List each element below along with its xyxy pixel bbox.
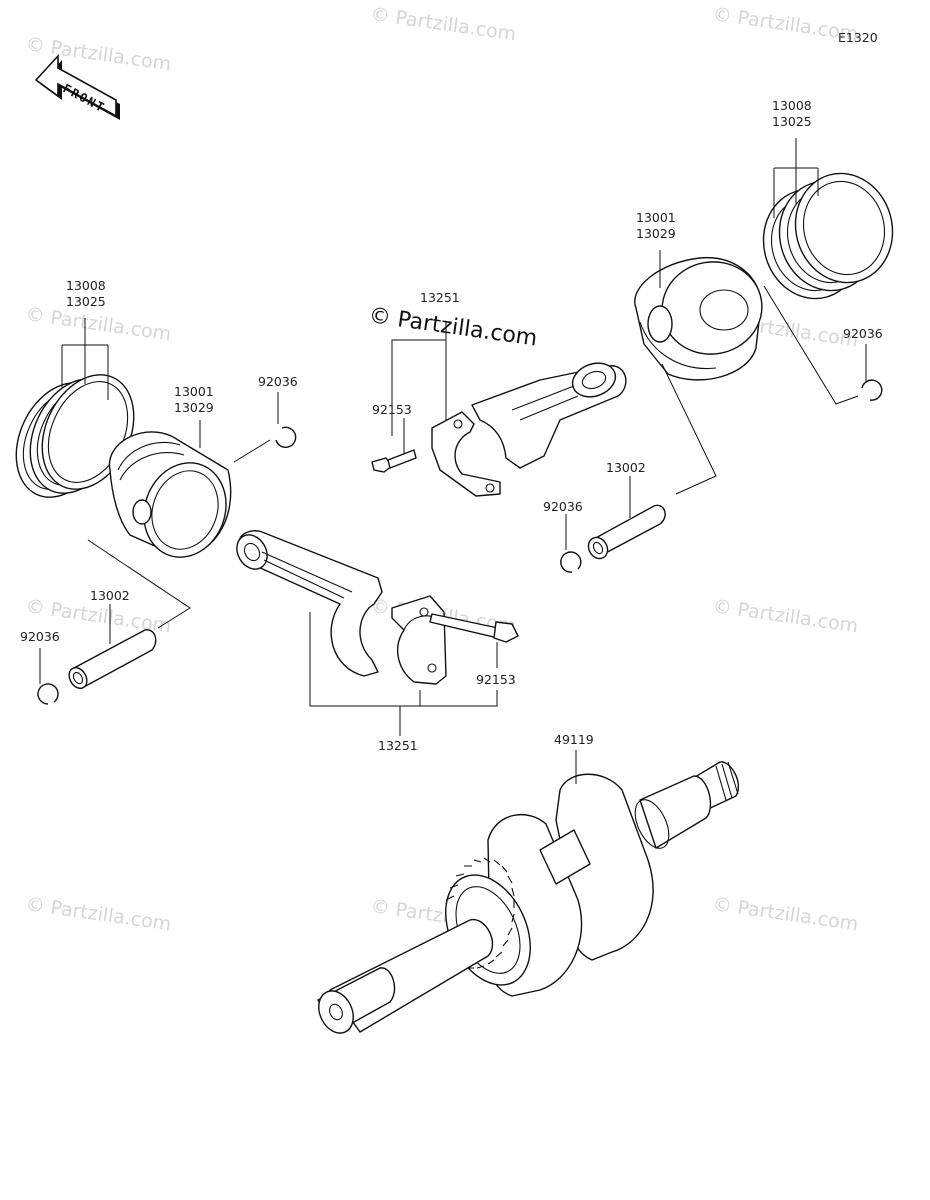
label-13002-right: 13002 <box>606 460 646 475</box>
label-92036-left-top: 92036 <box>258 374 298 389</box>
label-13251-lower: 13251 <box>378 738 418 753</box>
label-92036-right-top: 92036 <box>843 326 883 341</box>
center-watermark: © Partzilla.com <box>367 303 539 351</box>
piston-right <box>634 257 763 381</box>
watermark-2: © Partzilla.com <box>369 3 517 45</box>
label-13251-upper: 13251 <box>420 290 460 305</box>
rod-cap-lower <box>391 595 447 685</box>
label-13029-left: 13029 <box>174 400 214 415</box>
label-13029-right: 13029 <box>636 226 676 241</box>
leader-rings-right <box>773 138 819 218</box>
label-13025-right: 13025 <box>772 114 812 129</box>
label-49119: 49119 <box>554 732 594 747</box>
label-13001-left: 13001 <box>174 384 214 399</box>
leader-clip-right-top-axis <box>763 285 859 405</box>
crankshaft <box>317 761 739 1034</box>
label-13001-right: 13001 <box>636 210 676 225</box>
label-13008-right: 13008 <box>772 98 812 113</box>
circlip-right-bottom <box>560 551 582 573</box>
label-92036-right-bottom: 92036 <box>543 499 583 514</box>
leader-rod-upper <box>391 322 447 436</box>
leader-clip-left-top-2 <box>233 439 271 463</box>
label-92153-upper: 92153 <box>372 402 412 417</box>
rod-bolt-upper <box>371 449 417 473</box>
piston-rings-right <box>762 172 894 300</box>
label-92036-left-bottom: 92036 <box>20 629 60 644</box>
label-13002-left: 13002 <box>90 588 130 603</box>
label-13025-left: 13025 <box>66 294 106 309</box>
rod-bolt-lower <box>429 613 519 643</box>
label-92153-lower: 92153 <box>476 672 516 687</box>
rod-cap-upper <box>431 411 501 497</box>
circlip-left-top <box>275 426 297 449</box>
watermark-9: © Partzilla.com <box>24 893 172 935</box>
leader-pin-right-axis <box>661 363 717 495</box>
leader-rod-lower <box>309 612 498 707</box>
circlip-left-bottom <box>37 683 59 705</box>
connecting-rod-lower <box>236 530 383 677</box>
watermark-11: © Partzilla.com <box>711 893 859 935</box>
watermark-4: © Partzilla.com <box>24 303 172 345</box>
watermark-8: © Partzilla.com <box>711 595 859 637</box>
piston-pin-right <box>587 504 666 560</box>
piston-left <box>108 431 232 558</box>
circlip-right-top <box>861 379 883 401</box>
leader-pin-left-axis <box>87 539 191 629</box>
connecting-rod-upper <box>471 362 627 469</box>
piston-pin-left <box>68 629 157 690</box>
diagram-code: E1320 <box>838 30 878 45</box>
label-13008-left: 13008 <box>66 278 106 293</box>
leader-rings-left <box>61 318 109 400</box>
